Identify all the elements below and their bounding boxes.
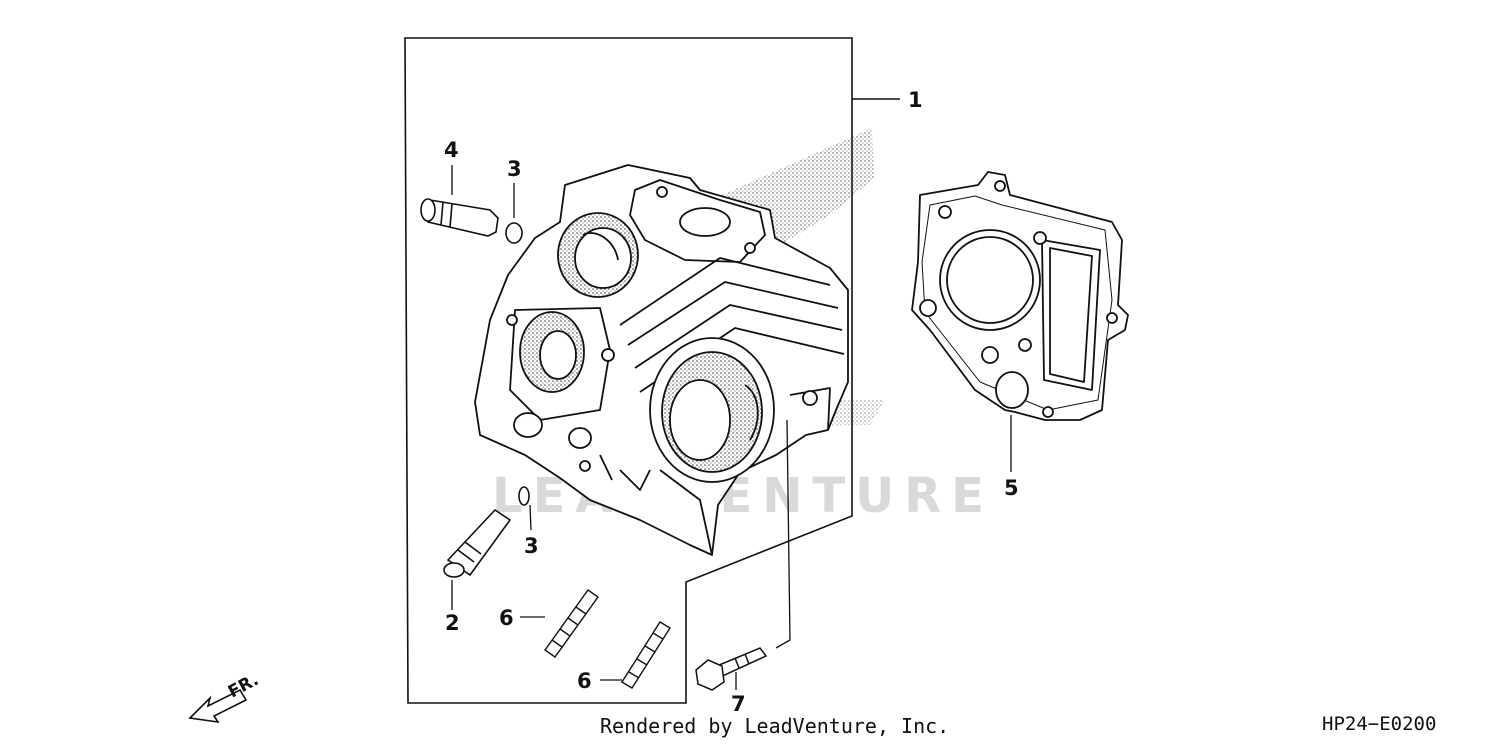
callout-5: 5	[1004, 476, 1019, 500]
valve-guide-lower	[443, 508, 512, 578]
callout-6-upper: 6	[499, 606, 514, 630]
callout-6-lower: 6	[577, 669, 592, 693]
cylinder-head	[474, 164, 849, 556]
flange-bolt	[695, 647, 768, 691]
clip-upper	[505, 222, 523, 244]
clip-lower	[518, 486, 530, 506]
leader-lines	[451, 165, 1012, 690]
callout-1: 1	[908, 88, 923, 112]
callout-4: 4	[444, 138, 459, 162]
drawing-code: HP24−E0200	[1322, 713, 1437, 735]
callout-3-lower: 3	[524, 534, 539, 558]
cylinder-head-gasket	[911, 171, 1129, 421]
stud-bolt-1	[544, 589, 599, 658]
valve-guide-upper	[420, 198, 499, 237]
assembly-frame	[404, 37, 853, 704]
callout-3-upper: 3	[507, 157, 522, 181]
rendered-by-credit: Rendered by LeadVenture, Inc.	[600, 714, 950, 738]
front-direction-arrow-icon	[188, 688, 248, 724]
callout-2: 2	[445, 611, 460, 635]
callout-7: 7	[731, 692, 746, 716]
stud-bolt-2	[621, 621, 671, 689]
